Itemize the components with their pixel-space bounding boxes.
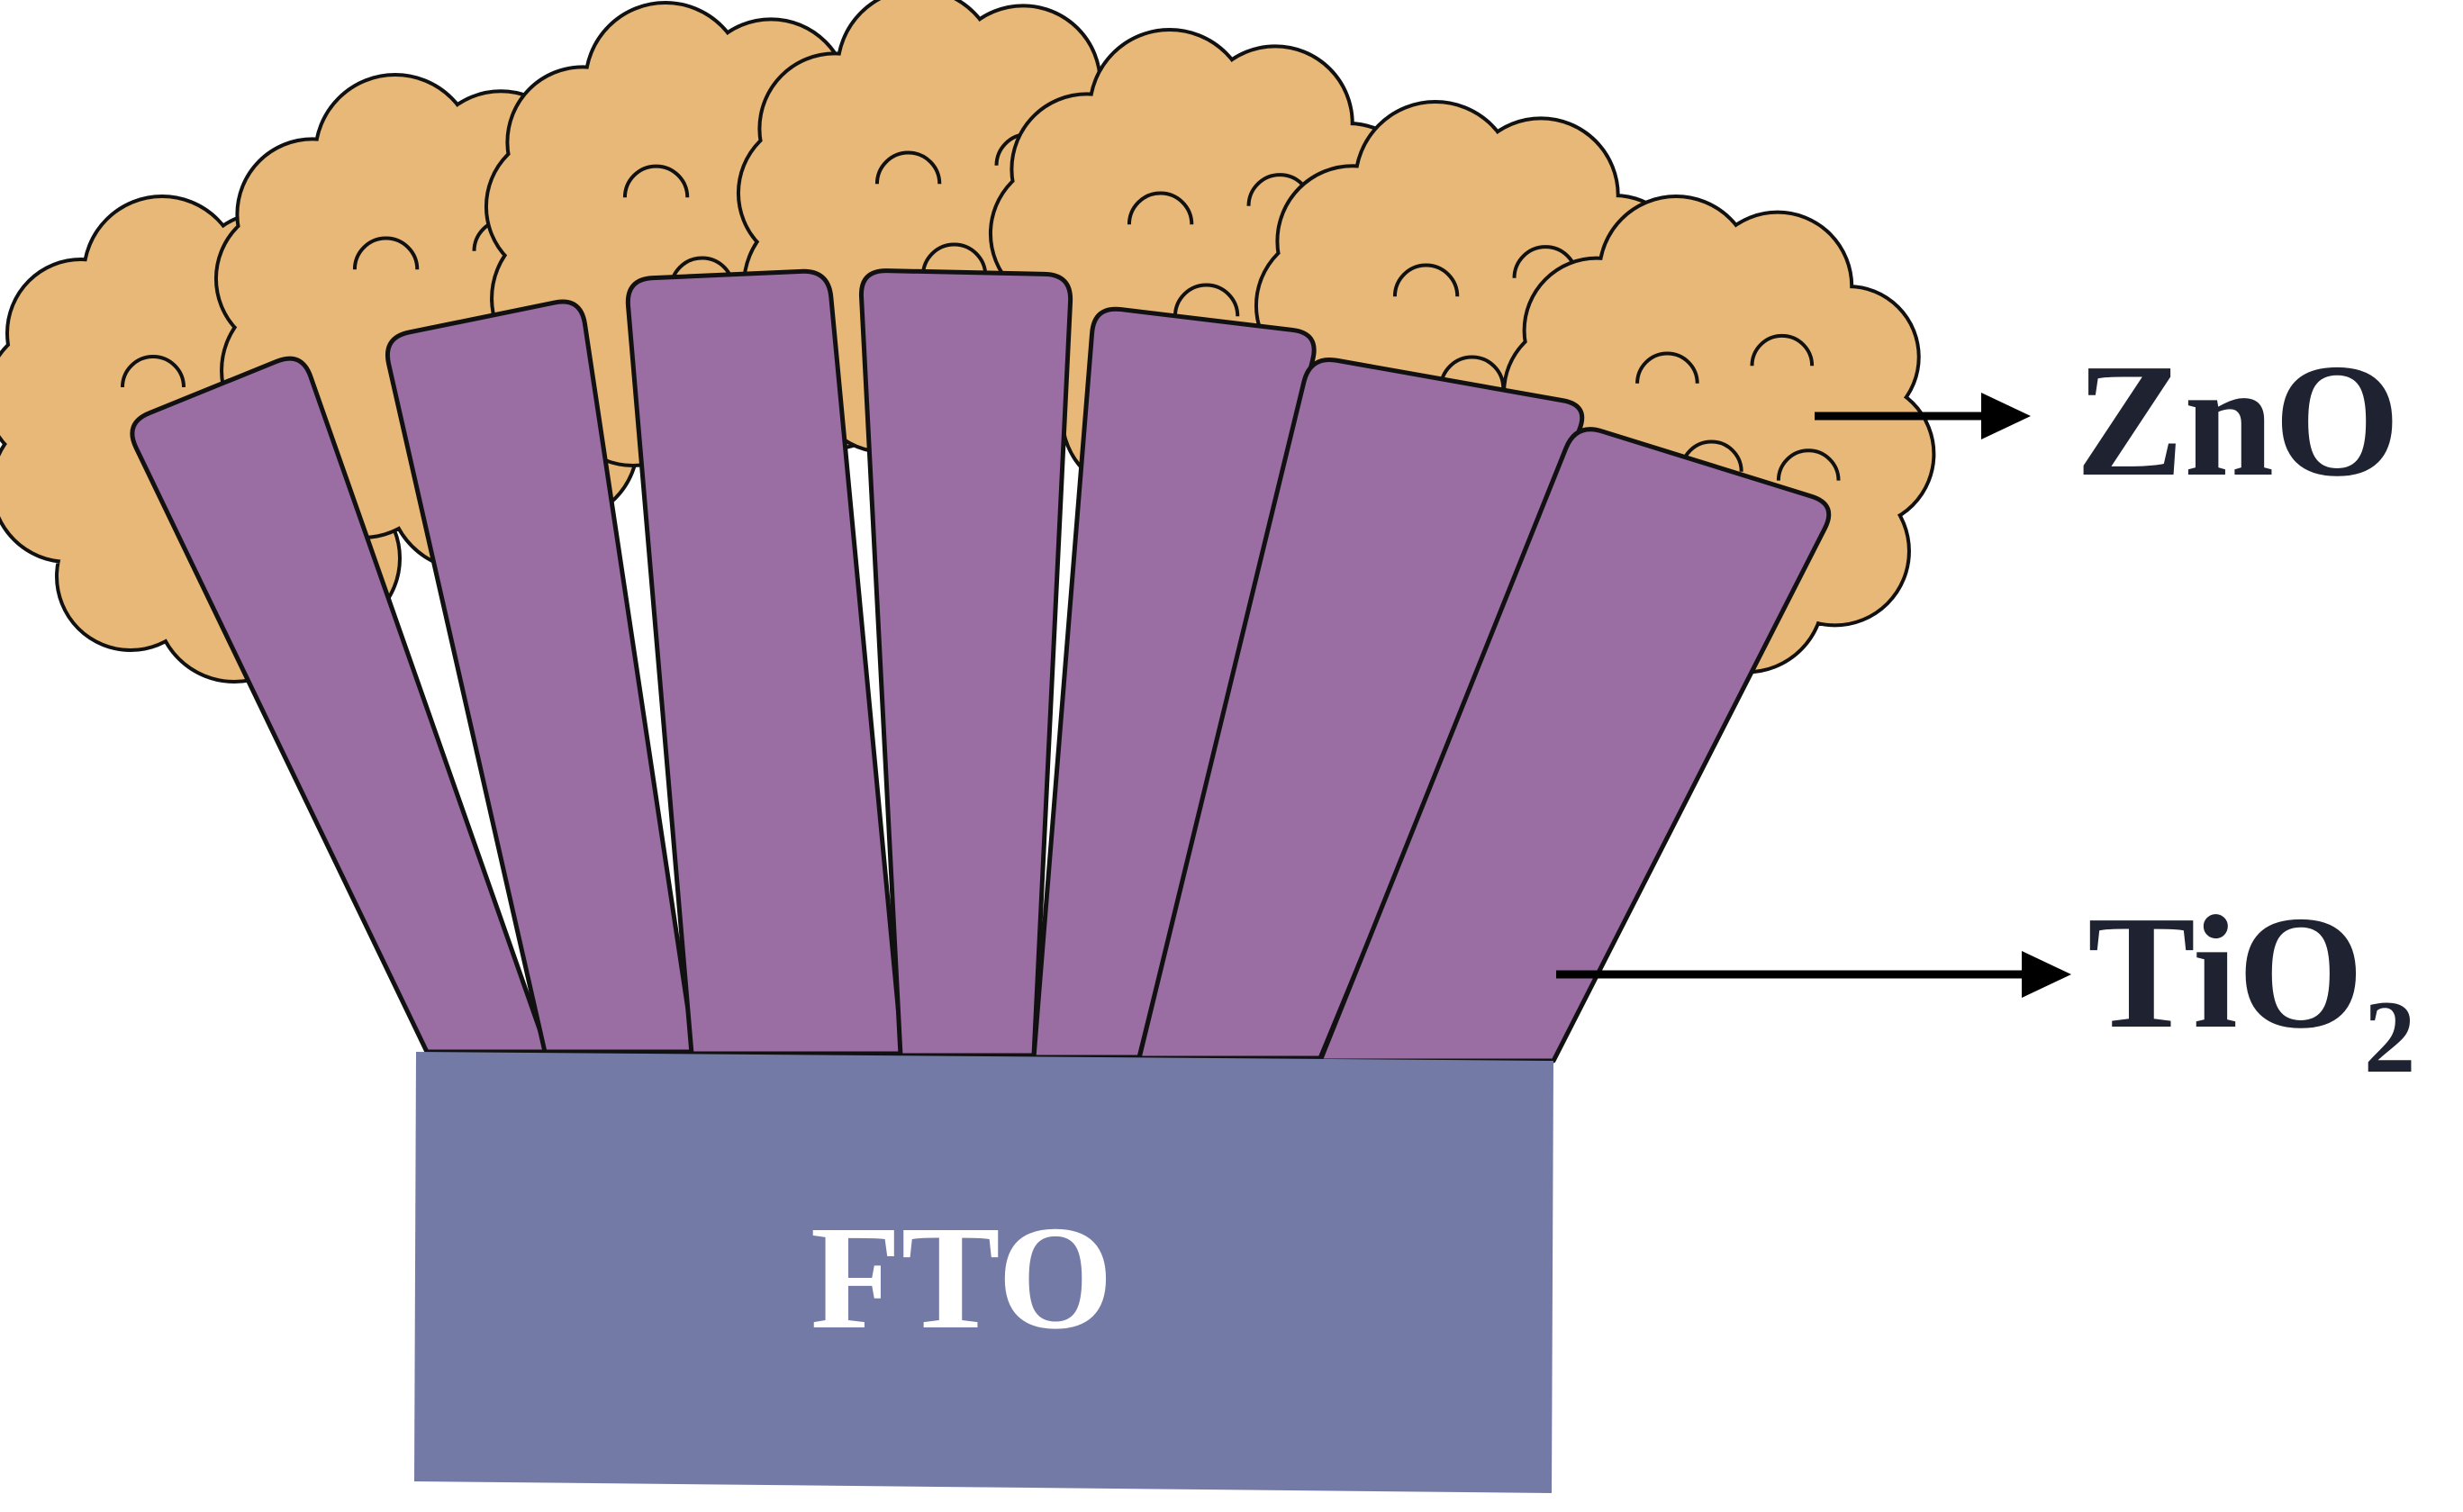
- tio2-arrowhead-icon: [2022, 951, 2071, 998]
- tio2-label: TiO2: [2087, 883, 2415, 1094]
- tio2-nanorod: [130, 356, 550, 1055]
- zno-curl: [1127, 191, 1194, 225]
- tio2-nanorod: [1031, 306, 1317, 1060]
- zno-curl: [1750, 333, 1815, 367]
- fto-substrate: FTO: [414, 1052, 1553, 1493]
- fto-block: [414, 1052, 1553, 1493]
- zno-callout: ZnO: [1815, 330, 2400, 510]
- tio2-label-subscript: 2: [2364, 980, 2416, 1094]
- tio2-nanorod: [1136, 357, 1585, 1061]
- tio2-nanorod: [625, 268, 905, 1056]
- tio2-nanorod: [385, 299, 697, 1055]
- zno-curl: [1392, 263, 1460, 297]
- zno-curl: [874, 150, 942, 185]
- zno-curl: [1776, 448, 1841, 481]
- tio2-nanorods: [130, 268, 1832, 1064]
- tio2-label-main: TiO: [2087, 883, 2364, 1062]
- zno-label: ZnO: [2076, 330, 2400, 510]
- tio2-nanorod: [859, 268, 1073, 1058]
- zno-curl: [1438, 355, 1506, 389]
- zno-arrowhead-icon: [1981, 393, 2031, 439]
- zno-curl: [121, 355, 186, 388]
- zno-curl: [1173, 283, 1240, 317]
- zno-curl: [920, 242, 988, 276]
- zno-curl: [352, 236, 420, 270]
- zno-curl: [1635, 351, 1699, 384]
- tio2-nanorod: [1318, 427, 1832, 1064]
- fto-label: FTO: [810, 1195, 1113, 1360]
- zno-curl: [622, 164, 690, 198]
- tio2-callout: TiO2: [1556, 883, 2415, 1094]
